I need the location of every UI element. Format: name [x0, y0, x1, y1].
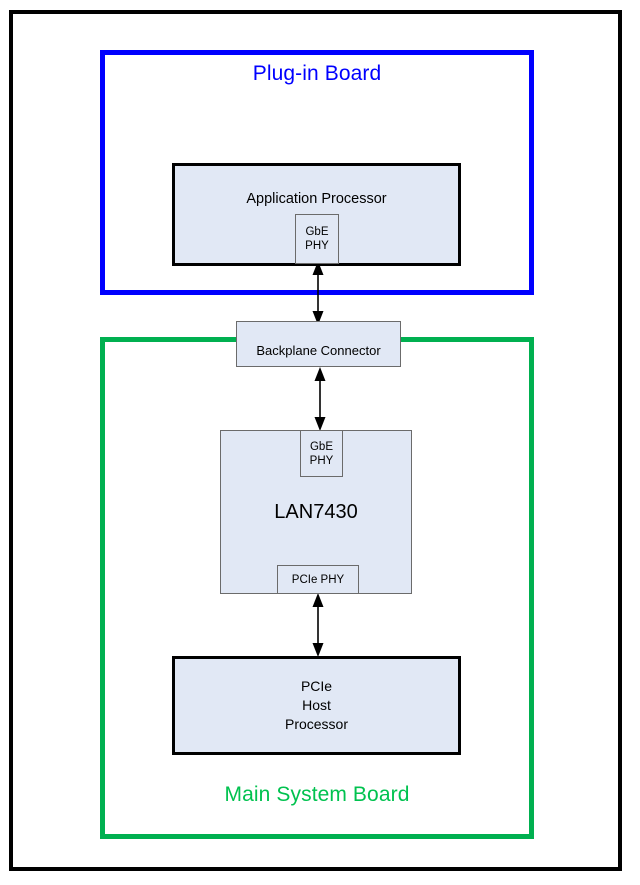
- plug-in-board-frame: [100, 50, 534, 295]
- main-system-board-title: Main System Board: [224, 783, 410, 806]
- pcie-host-processor-label: PCIe Host Processor: [284, 678, 349, 732]
- gbe-phy-application-processor-label: GbE PHY: [305, 226, 329, 252]
- backplane-connector-label: Backplane Connector: [256, 343, 381, 358]
- gbe-phy-application-processor-block: GbE PHY: [295, 214, 339, 264]
- arrow-backplane-to-lan-gbe: [314, 367, 326, 431]
- gbe-phy-lan7430-label: GbE PHY: [309, 440, 334, 467]
- pcie-phy-label: PCIe PHY: [291, 573, 345, 586]
- outer-frame: [9, 10, 622, 871]
- pcie-phy-block: PCIe PHY: [277, 565, 359, 594]
- backplane-connector-block: Backplane Connector: [236, 321, 401, 367]
- lan7430-label: LAN7430: [274, 500, 358, 523]
- plug-in-board-title: Plug-in Board: [252, 62, 382, 85]
- pcie-host-processor-block: PCIe Host Processor: [172, 656, 461, 755]
- gbe-phy-lan7430-block: GbE PHY: [300, 430, 343, 477]
- application-processor-label: Application Processor: [246, 191, 387, 207]
- arrow-pcie-phy-to-host: [312, 593, 324, 657]
- arrow-app-gbe-to-backplane: [312, 261, 324, 325]
